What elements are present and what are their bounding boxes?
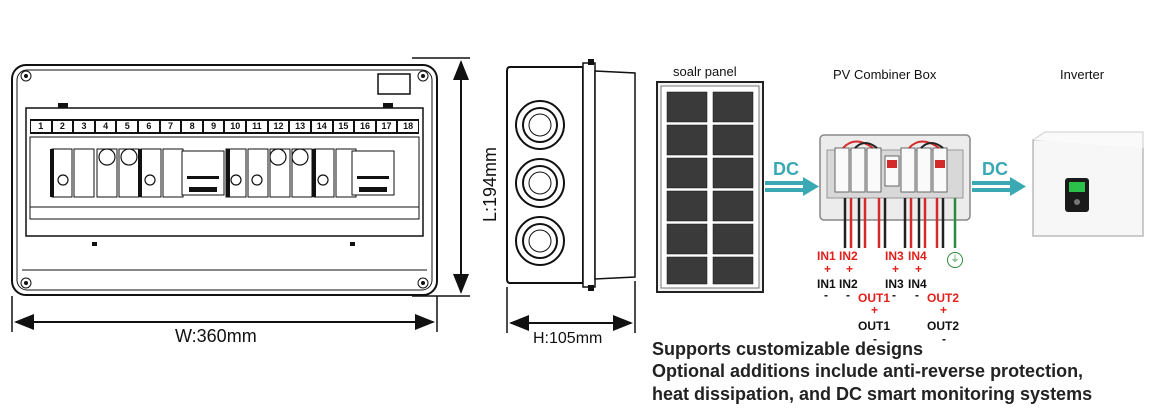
solar-panel-icon: [656, 81, 764, 293]
inverter-title: Inverter: [1060, 67, 1105, 82]
out1-red-label: OUT1: [858, 291, 891, 305]
minus-sign: -: [892, 288, 896, 302]
slot-number: 10: [225, 121, 246, 132]
slot-number: 17: [376, 121, 397, 132]
minus-sign: -: [873, 332, 877, 346]
plus-sign: +: [915, 262, 923, 276]
plus-sign: +: [892, 262, 900, 276]
ground-icon: ⏚: [947, 252, 963, 268]
dc-arrow-1: [765, 177, 819, 196]
slot-number: 2: [52, 121, 73, 132]
slot-number: 12: [268, 121, 289, 132]
minus-sign: -: [846, 288, 850, 302]
width-dimension-label: W:360mm: [175, 326, 257, 346]
plus-sign: +: [940, 303, 948, 317]
dc-arrow-2: [972, 177, 1026, 196]
plus-sign: +: [871, 303, 879, 317]
in3-black-label: IN3: [885, 277, 904, 291]
caption-line-1: Supports customizable designs: [652, 339, 924, 359]
label-window: [377, 73, 411, 95]
breaker-row: [51, 148, 395, 198]
out2-red-label: OUT2: [927, 291, 960, 305]
in1-black-label: IN1: [817, 277, 836, 291]
slot-number: 9: [203, 121, 224, 132]
solar-panel-title: soalr panel: [673, 64, 737, 79]
cable-gland-icon: [515, 100, 565, 266]
slot-number-strip: 1 2 3 4 5 6 7 8 9 10 11 12 13 14 15 16 1…: [30, 119, 419, 134]
slot-number: 6: [139, 121, 159, 132]
in3-red-label: IN3: [885, 249, 904, 263]
dc-label-1: DC: [773, 159, 799, 179]
dc-label-2: DC: [982, 159, 1008, 179]
slot-number: 8: [182, 121, 202, 132]
slot-number: 15: [333, 121, 354, 132]
screw-icon: [20, 70, 429, 289]
out2-black-label: OUT2: [927, 319, 960, 333]
combiner-box-title: PV Combiner Box: [833, 67, 937, 82]
plus-sign: +: [824, 262, 832, 276]
slot-number: 13: [290, 121, 310, 132]
combiner-box-icon: [819, 134, 971, 248]
in2-black-label: IN2: [839, 277, 858, 291]
front-view-drawing: [11, 57, 470, 332]
plus-sign: +: [846, 262, 854, 276]
slot-number: 16: [355, 121, 375, 132]
inverter-icon: [1032, 131, 1144, 237]
out1-black-label: OUT1: [858, 319, 891, 333]
slot-number: 14: [311, 121, 332, 132]
in4-black-label: IN4: [908, 277, 927, 291]
minus-sign: -: [915, 288, 919, 302]
slot-number: 18: [398, 121, 418, 132]
in4-red-label: IN4: [908, 249, 927, 263]
side-view-drawing: [506, 59, 636, 333]
slot-number: 7: [160, 121, 181, 132]
minus-sign: -: [942, 332, 946, 346]
slot-number: 4: [95, 121, 116, 132]
slot-number: 5: [117, 121, 138, 132]
in1-red-label: IN1: [817, 249, 836, 263]
caption-line-3: heat dissipation, and DC smart monitorin…: [652, 384, 1093, 404]
slot-number: 1: [31, 121, 51, 132]
slot-number: 3: [74, 121, 94, 132]
caption-line-2: Optional additions include anti-reverse …: [652, 361, 1084, 381]
in2-red-label: IN2: [839, 249, 858, 263]
slot-number: 11: [247, 121, 267, 132]
minus-sign: -: [824, 288, 828, 302]
depth-dimension-label: H:105mm: [533, 330, 603, 347]
